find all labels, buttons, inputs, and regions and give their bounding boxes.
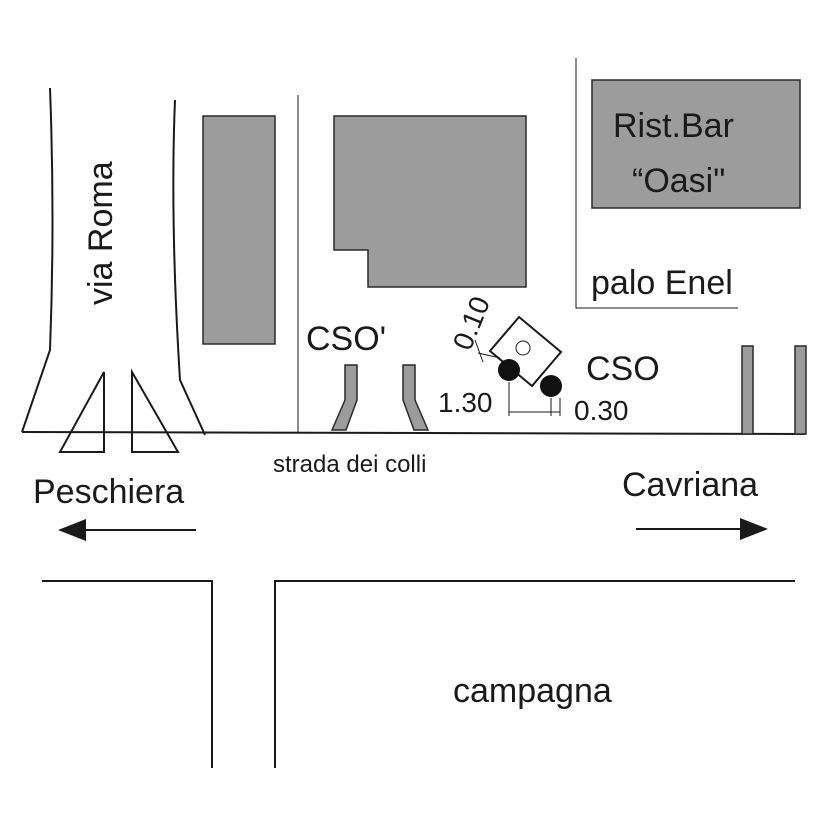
palo-enel-box [488,315,563,388]
strada-dei-colli-label: strada dei colli [273,451,426,478]
traffic-island-right [131,368,180,453]
dimension-label-1-30: 1.30 [438,387,493,418]
marker-dot-icon [540,375,562,397]
strada-dei-colli-edge [21,431,806,435]
palo-enel-circle-icon [515,340,531,356]
arrow-right-icon [636,518,768,540]
cso-post-right [794,345,807,435]
building-left [202,115,276,345]
traffic-island-left [58,371,105,453]
campagna-label: campagna [453,672,612,710]
cavriana-label: Cavriana [622,466,758,504]
marker-dot-icon [498,359,520,381]
cso-label: CSO [586,350,660,388]
dimension-label-0-10: 0.10 [447,292,496,354]
via-roma-label: via Roma [82,161,120,305]
building-center [333,115,527,288]
cso-post-left [741,345,754,435]
arrow-left-icon [58,519,196,541]
cso-prime-post-right [402,364,430,431]
via-roma-road [21,87,206,436]
dimension-lines [474,339,561,416]
palo-enel-label: palo Enel [591,264,733,302]
cso-prime-post-left [330,364,358,431]
peschiera-label: Peschiera [33,473,184,511]
ristorante-building [591,79,801,209]
ristorante-boundary [575,58,738,309]
cso-prime-label: CSO' [306,320,386,358]
road-bottom-right [274,580,795,768]
road-bottom-left [42,580,213,768]
ristorante-name-line2: “Oasi" [632,162,725,200]
ristorante-name-line1: Rist.Bar [613,107,734,145]
dimension-label-0-30: 0.30 [574,395,629,426]
